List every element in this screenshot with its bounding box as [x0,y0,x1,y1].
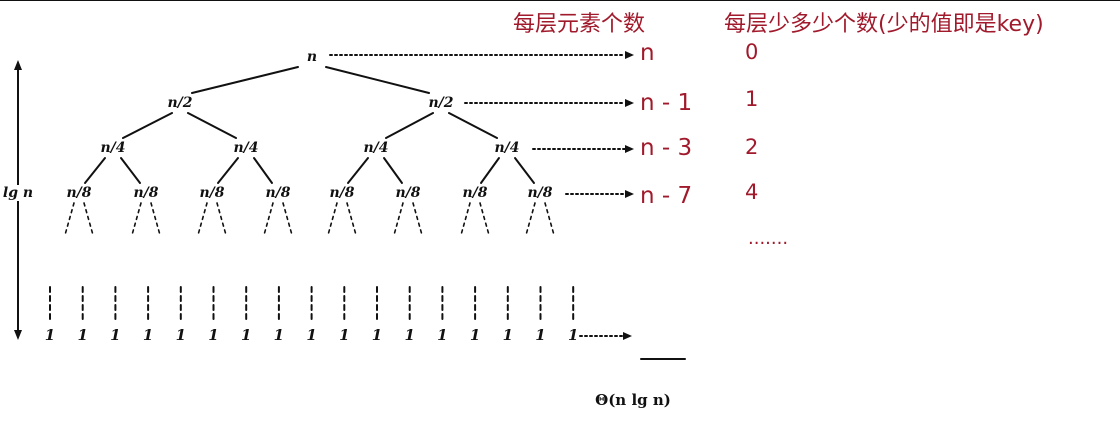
leaf-node: 1 [44,326,56,344]
edge-l1-l2 [385,112,434,139]
node-level-3: n/8 [199,185,225,201]
edge-l2-l3 [84,157,106,184]
edge-l1-l2 [122,112,173,139]
leaf-node: 1 [371,326,383,344]
missing-per-level-header: 每层少多少个数(少的值即是key) [724,12,1044,37]
edge-continuation [393,202,404,236]
edge-continuation [216,202,227,236]
edge-continuation [525,202,536,236]
node-level-1: n/2 [167,95,193,111]
edge-l2-l3 [514,157,535,184]
edge-continuation [131,202,142,236]
edge-continuation [64,202,75,236]
edge-continuation [150,202,161,236]
edge-l1-l2 [448,112,498,139]
level-3-count: n - 7 [640,183,693,209]
node-level-3: n/8 [133,185,159,201]
edge-continuation [544,202,555,236]
leaf-node: 1 [535,326,546,344]
edge-l0-l1 [325,66,430,94]
edge-l0-l1 [191,66,299,94]
edge-l2-l3 [120,157,141,184]
leaf-node: 1 [502,326,514,344]
leaf-node: 1 [437,326,448,344]
leaf-node: 1 [208,326,219,344]
height-arrow-head-bottom [14,330,22,340]
leaf-node: 1 [240,326,252,344]
level-cost-arrow-head [625,99,634,107]
level-cost-arrow-head [623,332,632,340]
leaf-node: 1 [469,326,481,344]
level-0-count: n [640,40,655,66]
leaf-node: 1 [175,326,187,344]
leaf-node: 1 [110,326,121,344]
level-cost-arrow-head [625,51,634,59]
edge-continuation [460,202,471,236]
level-3-missing: 4 [745,180,759,204]
leaf-node: 1 [306,326,317,344]
edge-continuation [197,202,208,236]
top-border-line [0,0,1120,1]
node-level-3: n/8 [66,185,92,201]
edge-continuation [83,202,94,236]
level-2-missing: 2 [745,135,759,159]
node-level-1: n/2 [428,95,454,111]
node-level-2: n/4 [233,140,259,156]
edge-l2-l3 [217,157,239,184]
edge-l1-l2 [187,112,237,139]
node-level-2: n/4 [100,140,126,156]
edge-continuation [327,202,338,236]
leaf-node: 1 [273,326,285,344]
node-level-3: n/8 [329,185,355,201]
edge-continuation [263,202,274,236]
total-cost-label: Θ(n lg n) [595,391,671,409]
level-0-missing: 0 [745,40,759,64]
leaf-node: 1 [142,326,154,344]
node-level-3: n/8 [395,185,421,201]
level-2-count: n - 3 [640,135,693,161]
edge-l2-l3 [347,157,369,184]
node-level-3: n/8 [527,185,553,201]
leaf-node: 1 [404,326,415,344]
node-level-0: n [306,49,318,65]
edge-continuation [282,202,293,236]
edge-continuation [412,202,423,236]
leaf-node: 1 [339,326,350,344]
node-level-3: n/8 [265,185,291,201]
leaf-node: 1 [77,326,88,344]
node-level-3: n/8 [462,185,488,201]
node-level-2: n/4 [363,140,389,156]
edge-l2-l3 [383,157,403,184]
node-level-2: n/4 [494,140,520,156]
level-1-count: n - 1 [640,90,693,116]
edge-l2-l3 [253,157,273,184]
level-cost-arrow-head [625,145,634,153]
continuation-dots: ....... [748,228,789,249]
edge-l2-l3 [480,157,500,184]
elements-per-level-header: 每层元素个数 [513,12,646,37]
leaf-node: 1 [567,326,579,344]
edge-continuation [479,202,490,236]
level-1-missing: 1 [745,87,759,111]
edge-continuation [346,202,357,236]
height-label: lg n [2,185,34,201]
level-cost-arrow-head [625,190,634,198]
height-arrow-head-top [14,60,22,70]
